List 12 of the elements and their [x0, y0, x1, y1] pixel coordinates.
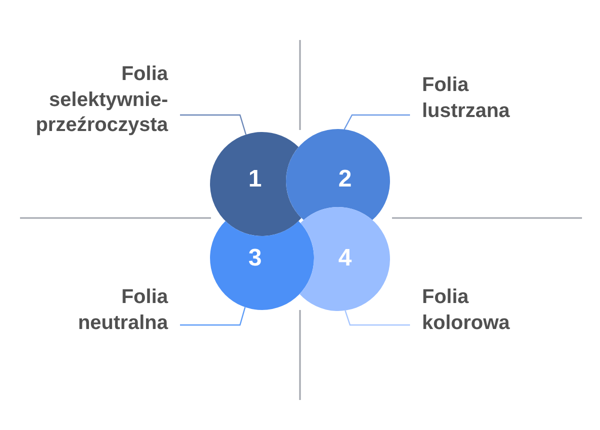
leader-line: [180, 114, 246, 135]
circle-number: 2: [338, 166, 352, 192]
leader-line: [344, 310, 410, 326]
circle-number: 3: [248, 244, 262, 272]
callout-label: Folia selektywnie-przeźroczysta: [23, 62, 180, 138]
leader-line: [344, 114, 410, 130]
callout-label: Folia neutralna: [58, 285, 180, 336]
leader-line: [180, 307, 246, 326]
callout-label: Folia lustrzana: [410, 73, 532, 124]
circle-number: 4: [338, 244, 352, 272]
circle-number: 1: [248, 166, 262, 192]
callout-label: Folia kolorowa: [410, 285, 532, 336]
